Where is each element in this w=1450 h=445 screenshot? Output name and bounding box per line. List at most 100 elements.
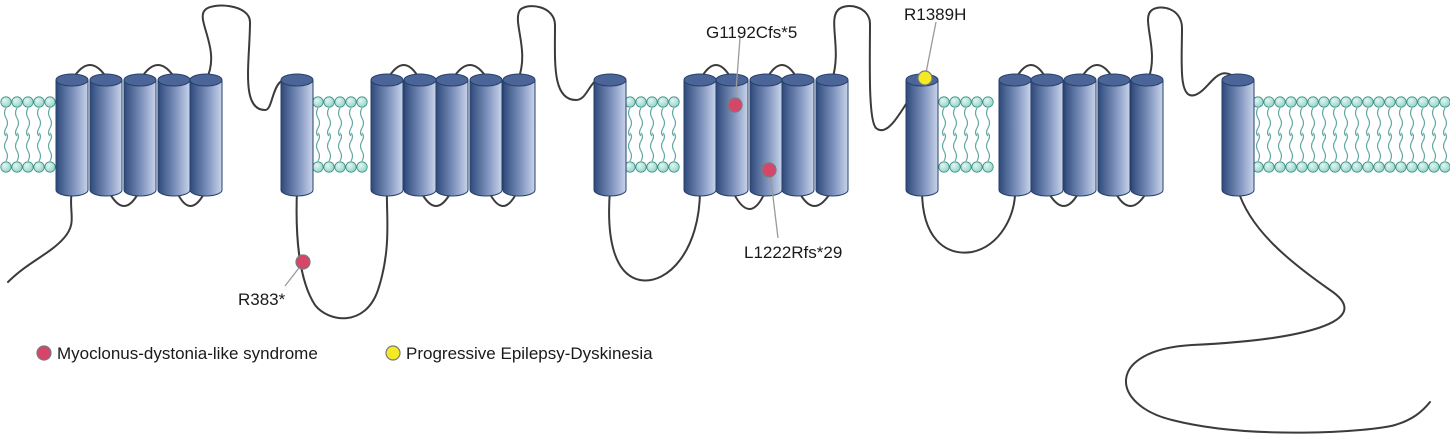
lipid-head: [1351, 161, 1363, 173]
transmembrane-helix: [157, 73, 191, 197]
lipid-tail: [1299, 132, 1305, 162]
linker-loop: [921, 189, 1017, 254]
helix-top: [502, 73, 536, 87]
lipid-head: [33, 161, 45, 173]
lipid-tail: [1255, 132, 1261, 162]
mutation-label-r1389h: R1389H: [904, 5, 966, 24]
lipid-head: [1406, 96, 1418, 108]
lipid-tail: [1321, 132, 1327, 162]
lipid-head: [44, 96, 56, 108]
helix-top: [815, 73, 849, 87]
lipid-head: [22, 96, 34, 108]
mutation-label-g1192cfs: G1192Cfs*5: [706, 23, 797, 42]
transmembrane-helix: [1097, 73, 1131, 197]
transmembrane-helix: [998, 73, 1032, 197]
helix-top: [715, 73, 749, 87]
helix-body: [781, 79, 815, 197]
helix-body: [815, 79, 849, 197]
helix-top: [593, 73, 627, 87]
legend: Myoclonus-dystonia-like syndrome Progres…: [36, 344, 653, 363]
lipid-tail: [1321, 107, 1327, 137]
lipid-tail: [1420, 132, 1426, 162]
lipid-tail: [1409, 107, 1415, 137]
transmembrane-helix: [189, 73, 223, 197]
lipid-tail: [1398, 132, 1404, 162]
helix-body: [280, 79, 314, 197]
lipid-head: [0, 161, 12, 173]
transmembrane-helix: [89, 73, 123, 197]
lipid-head: [1274, 96, 1286, 108]
lipid-tail: [1398, 107, 1404, 137]
lipid-head: [1428, 161, 1440, 173]
lipid-head: [312, 161, 324, 173]
lipid-head: [668, 161, 680, 173]
lipid-head: [1340, 96, 1352, 108]
lipid-head: [982, 96, 994, 108]
lipid-tail: [1277, 107, 1283, 137]
lipid-tail: [649, 132, 655, 162]
lipid-tail: [14, 107, 20, 137]
lipid-head: [11, 96, 23, 108]
transmembrane-helices: [55, 73, 1255, 197]
helix-top: [123, 73, 157, 87]
lipid-head: [1406, 161, 1418, 173]
lipid-tail: [974, 132, 980, 162]
lipid-tail: [963, 132, 969, 162]
transmembrane-helix: [1063, 73, 1097, 197]
helix-body: [1221, 79, 1255, 197]
lipid-head: [1263, 161, 1275, 173]
lipid-head: [1395, 161, 1407, 173]
linker-loop: [608, 189, 701, 282]
helix-top: [469, 73, 503, 87]
mutation-dot-r1389h: [917, 70, 933, 86]
helix-body: [1097, 79, 1131, 197]
leader-line: [924, 21, 937, 79]
lipid-head: [982, 161, 994, 173]
legend-item-myoclonus: Myoclonus-dystonia-like syndrome: [36, 344, 318, 363]
helix-top: [89, 73, 123, 87]
lipid-tail: [1442, 132, 1448, 162]
mutation-dot-g1192cfs: [727, 97, 743, 113]
lipid-tail: [337, 132, 343, 162]
lipid-tail: [1376, 132, 1382, 162]
helix-top: [1063, 73, 1097, 87]
lipid-head: [1296, 96, 1308, 108]
lipid-tail: [660, 107, 666, 137]
mutation-labels: G1192Cfs*5 R1389H L1222Rfs*29 R383*: [238, 5, 966, 309]
lipid-tail: [963, 107, 969, 137]
lipid-head: [635, 96, 647, 108]
lipid-tail: [47, 107, 53, 137]
transmembrane-helix: [1130, 73, 1164, 197]
helix-body: [403, 79, 437, 197]
helix-body: [435, 79, 469, 197]
lipid-head: [334, 96, 346, 108]
mutation-dot-r383: [295, 254, 311, 270]
mutation-label-r383: R383*: [238, 290, 286, 309]
helix-body: [123, 79, 157, 197]
loop: [831, 5, 923, 132]
lipid-tail: [326, 132, 332, 162]
lipid-head: [668, 96, 680, 108]
lipid-head: [1329, 96, 1341, 108]
lipid-head: [657, 161, 669, 173]
mutation-dot-l1222rfs: [761, 162, 777, 178]
lipid-head: [22, 161, 34, 173]
lipid-head: [356, 161, 368, 173]
legend-item-epilepsy: Progressive Epilepsy-Dyskinesia: [385, 344, 653, 363]
helix-top: [157, 73, 191, 87]
lipid-tail: [1431, 107, 1437, 137]
lipid-tail: [1266, 107, 1272, 137]
leader-line: [734, 37, 741, 105]
lipid-tail: [1420, 107, 1426, 137]
leader-line: [769, 171, 779, 239]
helix-body: [157, 79, 191, 197]
helix-top: [1030, 73, 1064, 87]
lipid-tail: [47, 132, 53, 162]
lipid-head: [657, 96, 669, 108]
helix-top: [1097, 73, 1131, 87]
lipid-tail: [1387, 107, 1393, 137]
lipid-tail: [952, 107, 958, 137]
helix-body: [715, 79, 749, 197]
transmembrane-helix: [502, 73, 536, 197]
lipid-head: [1417, 96, 1429, 108]
